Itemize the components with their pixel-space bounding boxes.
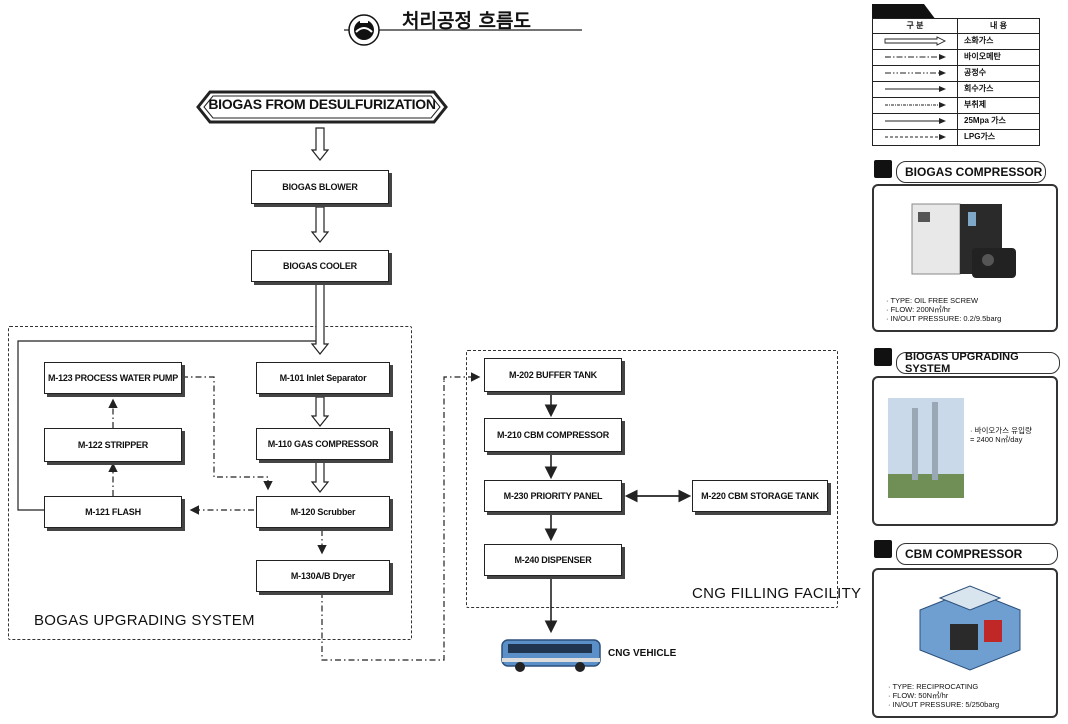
camera-icon <box>874 540 892 558</box>
upgrading-region-label: BOGAS UPGRADING SYSTEM <box>34 612 255 629</box>
legend-header-type: 구 분 <box>873 19 958 33</box>
legend-line-sample <box>885 118 946 124</box>
legend-line-sample <box>884 36 947 46</box>
legend-label: LPG가스 <box>964 132 996 141</box>
m121-flash-box: M-121 FLASH <box>44 496 182 528</box>
camera-icon <box>874 160 892 178</box>
legend-row: 회수가스 <box>873 81 1039 98</box>
legend-row: 소화가스 <box>873 33 1039 50</box>
legend-line-sample <box>885 70 946 76</box>
legend-row: LPG가스 <box>873 129 1039 145</box>
page-title: 처리공정 흐름도 <box>402 10 531 32</box>
legend-line-sample <box>885 86 946 92</box>
compressor-photo <box>911 203 1016 278</box>
camera-icon <box>874 348 892 366</box>
m110-compressor-box: M-110 GAS COMPRESSOR <box>256 428 390 460</box>
upgrading-photo <box>888 398 964 498</box>
legend-label: 부취제 <box>964 100 987 109</box>
m123-pump-box: M-123 PROCESS WATER PUMP <box>44 362 182 394</box>
m230-priority-panel-box: M-230 PRIORITY PANEL <box>484 480 622 512</box>
cbm-photo <box>919 585 1021 671</box>
legend-line-sample <box>885 102 946 108</box>
spec-line: · IN/OUT PRESSURE: 0.2/9.5barg <box>886 314 1002 323</box>
m120-scrubber-box: M-120 Scrubber <box>256 496 390 528</box>
m220-storage-tank-box: M-220 CBM STORAGE TANK <box>692 480 828 512</box>
m202-buffer-tank-box: M-202 BUFFER TANK <box>484 358 622 392</box>
hollow-arrows <box>310 127 330 493</box>
legend-label: 회수가스 <box>964 84 994 93</box>
m130-dryer-box: M-130A/B Dryer <box>256 560 390 592</box>
cng-vehicle-label: CNG VEHICLE <box>608 648 677 659</box>
m101-separator-box: M-101 Inlet Separator <box>256 362 390 394</box>
legend-label: 바이오메탄 <box>964 52 1001 61</box>
filling-region-label: CNG FILLING FACILITY <box>692 585 862 602</box>
biogas-blower-box: BIOGAS BLOWER <box>251 170 389 204</box>
source-label: BIOGAS FROM DESULFURIZATION <box>208 96 436 112</box>
card-cbm-specs: · TYPE: RECIPROCATING· FLOW: 50N㎥/hr· IN… <box>888 682 999 709</box>
spec-line: · IN/OUT PRESSURE: 5/250barg <box>888 700 1000 709</box>
spec-line: · FLOW: 50N㎥/hr <box>888 691 949 700</box>
card-cbm: · TYPE: RECIPROCATING· FLOW: 50N㎥/hr· IN… <box>872 568 1058 718</box>
legend-line-sample <box>885 134 946 140</box>
spec-line: · TYPE: OIL FREE SCREW <box>886 296 979 305</box>
card-upgrading: · 바이오가스 유입량= 2400 N㎥/day <box>872 376 1058 526</box>
legend-row: 25Mpa 가스 <box>873 113 1039 130</box>
legend-row: 공정수 <box>873 65 1039 82</box>
card-cbm-title: CBM COMPRESSOR <box>896 543 1058 565</box>
spec-line: = 2400 N㎥/day <box>970 435 1023 444</box>
legend-tab <box>872 4 936 20</box>
card-compressor-title: BIOGAS COMPRESSOR <box>896 161 1046 183</box>
biogas-cooler-box: BIOGAS COOLER <box>251 250 389 282</box>
bus-icon <box>501 639 601 672</box>
card-compressor-specs: · TYPE: OIL FREE SCREW· FLOW: 200N㎥/hr· … <box>886 296 1001 323</box>
card-upgrading-title: BIOGAS UPGRADING SYSTEM <box>896 351 1060 375</box>
filling-region <box>466 350 838 608</box>
m122-stripper-box: M-122 STRIPPER <box>44 428 182 462</box>
legend-row: 바이오메탄 <box>873 49 1039 66</box>
m210-cbm-compressor-box: M-210 CBM COMPRESSOR <box>484 418 622 452</box>
flow-arrows <box>17 127 692 661</box>
legend-label: 25Mpa 가스 <box>964 116 1006 125</box>
spec-line: · TYPE: RECIPROCATING <box>888 682 979 691</box>
card-compressor: · TYPE: OIL FREE SCREW· FLOW: 200N㎥/hr· … <box>872 184 1058 332</box>
m240-dispenser-box: M-240 DISPENSER <box>484 544 622 576</box>
spec-line: · 바이오가스 유입량 <box>970 426 1032 435</box>
legend-label: 공정수 <box>964 68 987 77</box>
source-hexagon <box>196 90 448 124</box>
spec-line: · FLOW: 200N㎥/hr <box>886 305 951 314</box>
upgrading-region <box>8 326 412 640</box>
legend-header-content: 내 용 <box>990 21 1007 30</box>
legend-line-sample <box>885 54 946 60</box>
legend-label: 소화가스 <box>964 36 994 45</box>
title-emblem <box>344 14 582 46</box>
card-upgrading-specs: · 바이오가스 유입량= 2400 N㎥/day <box>970 426 1032 444</box>
legend-row: 부취제 <box>873 97 1039 114</box>
